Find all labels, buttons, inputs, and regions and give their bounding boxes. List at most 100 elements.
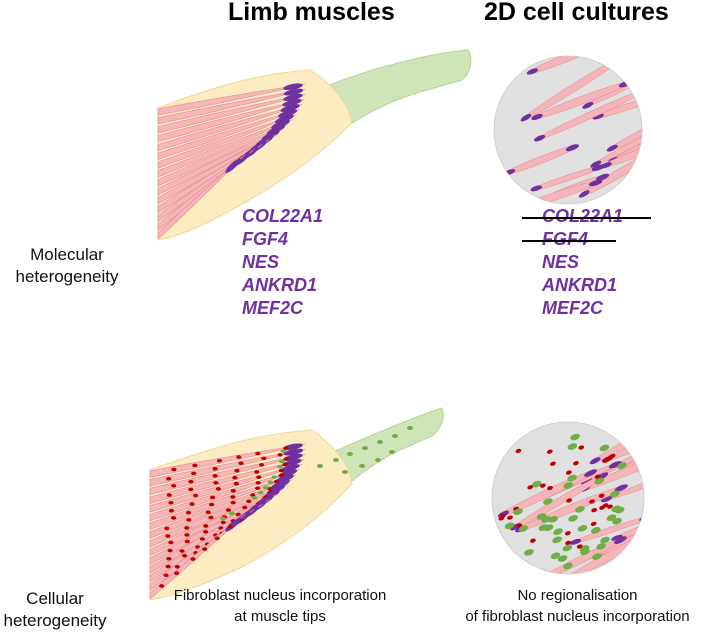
myonucleus xyxy=(550,461,556,466)
fibroblast-nucleus xyxy=(596,543,606,550)
myonucleus xyxy=(188,479,194,484)
myonucleus xyxy=(607,504,613,509)
myonucleus xyxy=(174,564,180,569)
fibroblast-nucleus xyxy=(563,562,573,570)
fibroblast-nucleus xyxy=(543,498,553,505)
myotube-tip-marker xyxy=(526,68,539,75)
myotube-tip-marker xyxy=(611,534,623,541)
fibroblast-nucleus xyxy=(580,548,590,556)
gene-item: COL22A1 xyxy=(242,206,324,226)
fibroblast-nucleus xyxy=(536,513,547,520)
fibroblast-nucleus xyxy=(590,527,601,534)
myonucleus xyxy=(250,493,256,497)
myotube-tip-marker xyxy=(694,550,708,559)
fiber-tip-marker xyxy=(274,474,294,483)
myotube-tip-marker xyxy=(600,496,613,503)
limb-caption: Fibroblast nucleus incorporation at musc… xyxy=(173,587,387,625)
myonucleus xyxy=(199,537,206,541)
myonucleus xyxy=(565,540,571,545)
tendon-fibroblast xyxy=(392,434,398,438)
myonucleus xyxy=(193,493,199,498)
myotube-tip-marker xyxy=(530,185,543,192)
gene-item: MEF2C xyxy=(242,298,304,318)
fibroblast-nucleus xyxy=(280,449,287,453)
gene-list-limb: COL22A1 FGF4 NES ANKRD1 MEF2C xyxy=(242,205,323,320)
myonucleus xyxy=(539,483,546,488)
muscle-fiber xyxy=(157,134,277,205)
myonucleus xyxy=(168,540,174,545)
muscle-fiber xyxy=(149,454,306,496)
fiber-tip-marker xyxy=(283,93,303,101)
myonucleus xyxy=(255,486,261,491)
muscle-fiber xyxy=(157,109,300,160)
fibroblast-nucleus xyxy=(267,480,274,485)
myonucleus xyxy=(159,584,165,588)
myotube-tip-marker xyxy=(686,42,701,53)
myonucleus xyxy=(220,520,226,525)
myonucleus xyxy=(598,493,605,498)
myonucleus xyxy=(214,536,220,541)
myonucleus xyxy=(181,553,188,558)
fibroblast-nucleus xyxy=(614,506,625,514)
fibroblast-nucleus xyxy=(262,485,269,490)
myotube-tip-marker xyxy=(614,577,627,585)
muscle-fiber xyxy=(157,104,303,152)
fiber-tip-marker xyxy=(280,464,300,472)
myonucleus xyxy=(166,493,172,497)
myonucleus xyxy=(212,474,218,478)
myotube-tip-marker xyxy=(701,399,708,410)
myonucleus xyxy=(242,505,248,510)
gene-item: FGF4 xyxy=(242,229,289,249)
muscle-fiber xyxy=(157,119,293,178)
fibroblast-nucleus xyxy=(278,459,285,464)
fibroblast-nucleus xyxy=(552,536,562,544)
myonucleus xyxy=(170,516,177,520)
myotube-tip-marker xyxy=(589,457,601,465)
myonucleus xyxy=(225,508,231,512)
muscle-fiber xyxy=(157,124,288,187)
fibroblast-nucleus xyxy=(562,544,573,552)
gene-item: NES xyxy=(242,252,280,272)
myonucleus xyxy=(546,449,553,454)
myotube-tip-marker xyxy=(614,536,627,544)
myonucleus xyxy=(212,467,218,471)
fibroblast-nucleus xyxy=(568,514,578,522)
fiber-tip-marker xyxy=(274,114,294,124)
fibroblast-nucleus xyxy=(612,517,622,525)
myonucleus xyxy=(277,453,283,457)
myotube-tip-marker xyxy=(686,47,701,58)
fibroblast-nucleus xyxy=(606,514,617,522)
fibroblast-nucleus xyxy=(524,549,534,556)
myonucleus xyxy=(282,462,288,467)
myotube xyxy=(617,422,644,454)
muscle-fiber xyxy=(149,514,246,600)
myotube-tip-marker xyxy=(660,436,675,447)
myonucleus xyxy=(184,526,190,530)
myonucleus xyxy=(165,534,171,538)
fibroblast-nucleus xyxy=(504,522,515,530)
gene-item-struck: FGF4 xyxy=(521,229,617,249)
myotube-tip-marker xyxy=(590,160,602,168)
myotube-tip-marker xyxy=(657,90,672,99)
fibroblast-nucleus xyxy=(531,480,542,488)
myonucleus xyxy=(566,498,573,503)
myotube-tip-marker xyxy=(592,113,604,120)
myonucleus xyxy=(507,515,513,520)
myonucleus xyxy=(168,508,175,513)
fibroblast-nucleus xyxy=(271,475,278,479)
myonucleus xyxy=(573,461,579,466)
cell-cultures-title: 2D cell cultures xyxy=(484,0,669,26)
myonucleus xyxy=(230,500,236,505)
myonucleus xyxy=(188,487,194,492)
gene-item: MEF2C xyxy=(542,298,604,318)
fiber-tip-marker xyxy=(283,448,304,456)
myotube-tip-marker xyxy=(614,484,628,492)
myonucleus xyxy=(283,446,289,450)
myonucleus xyxy=(167,548,173,553)
muscle-fiber xyxy=(157,154,246,240)
myonucleus xyxy=(279,473,285,478)
myotube-tip-marker xyxy=(613,56,626,64)
myonucleus xyxy=(578,445,585,450)
myonucleus xyxy=(209,495,216,500)
myotube-tip-marker xyxy=(692,510,707,520)
